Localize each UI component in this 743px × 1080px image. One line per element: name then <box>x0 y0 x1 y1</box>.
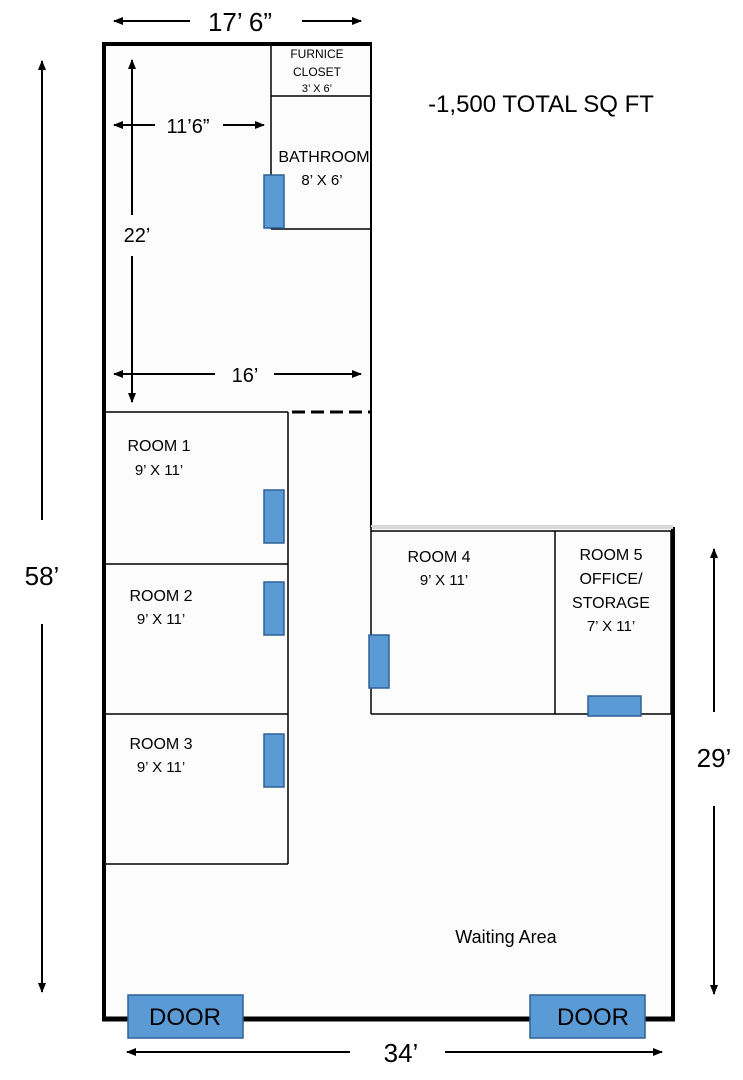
room5-name3: STORAGE <box>572 595 650 612</box>
room3-name: ROOM 3 <box>129 736 192 753</box>
back-span-label: 16’ <box>232 365 259 387</box>
room4-name: ROOM 4 <box>407 549 470 566</box>
room4-size: 9’ X 11’ <box>420 572 468 589</box>
right-entrance-door <box>529 994 646 1039</box>
left-entrance-door <box>127 994 244 1039</box>
room4-door <box>368 634 390 689</box>
room3-door <box>263 733 285 788</box>
bathroom-name: BATHROOM <box>278 149 369 166</box>
furnace-closet-name: FURNICE <box>290 47 343 61</box>
room5-name2: OFFICE/ <box>579 571 643 588</box>
room1-name: ROOM 1 <box>127 438 190 455</box>
room2-name: ROOM 2 <box>129 588 192 605</box>
top-width-label: 17’ 6” <box>208 7 272 37</box>
left-door-label: DOOR <box>149 1004 221 1031</box>
room5-door <box>587 695 642 717</box>
room1-size: 9’ X 11’ <box>135 462 183 479</box>
back-depth-label: 22’ <box>124 225 151 247</box>
furnace-closet-name2: CLOSET <box>293 65 342 79</box>
bathroom-size: 8’ X 6’ <box>301 172 342 189</box>
room3-size: 9’ X 11’ <box>137 759 185 776</box>
bathroom-door <box>263 174 285 229</box>
bottom-width-label: 34’ <box>384 1038 419 1068</box>
room5-size: 7’ X 11’ <box>587 618 635 635</box>
furnace-closet-size: 3’ X 6’ <box>302 83 332 95</box>
back-width-label: 11’6” <box>167 116 210 138</box>
right-door-label: DOOR <box>557 1004 629 1031</box>
room1-door <box>263 489 285 544</box>
room5-name: ROOM 5 <box>579 547 642 564</box>
waiting-area-label: Waiting Area <box>455 927 557 947</box>
room2-door <box>263 581 285 636</box>
room2-size: 9’ X 11’ <box>137 611 185 628</box>
total-area-label: -1,500 TOTAL SQ FT <box>428 91 654 118</box>
left-height-label: 58’ <box>25 561 60 591</box>
right-height-label: 29’ <box>697 743 732 773</box>
